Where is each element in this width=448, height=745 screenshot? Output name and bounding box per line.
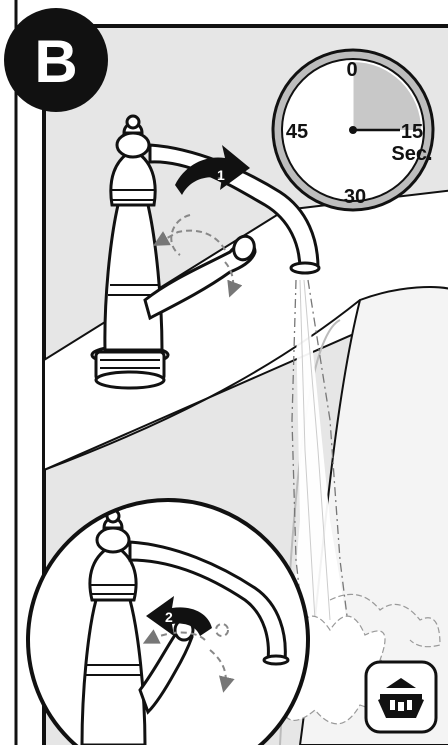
timer-label-30: 30 bbox=[344, 186, 366, 208]
left-margin-strip bbox=[0, 0, 16, 745]
timer-unit: Sec. bbox=[391, 143, 432, 165]
timer-label-0: 0 bbox=[346, 59, 357, 81]
timer-clock: 0 15 Sec. 30 45 bbox=[273, 50, 433, 210]
timer-label-15: 15 bbox=[401, 121, 423, 143]
step-badge: B bbox=[4, 8, 108, 112]
step-letter: B bbox=[34, 28, 77, 95]
step-1-number: 1 bbox=[217, 167, 225, 183]
timer-label-45: 45 bbox=[286, 121, 308, 143]
step-2-number: 2 bbox=[165, 609, 173, 625]
water-filter-spray-icon bbox=[366, 662, 436, 732]
